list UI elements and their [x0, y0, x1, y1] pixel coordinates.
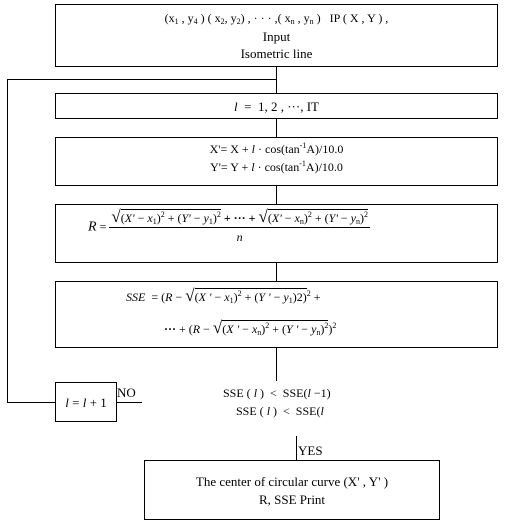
increment-text: l = l + 1 — [65, 395, 107, 410]
yes-label: YES — [298, 443, 323, 458]
loop-box: l = 1, 2 , ···, IT — [55, 93, 498, 119]
coordinate-update-box: X'= X + l · cos(tan-1A)/10.0 Y'= Y + l ·… — [55, 137, 498, 186]
print-label: R, SSE Print — [258, 492, 326, 507]
connector-sse-to-decision — [276, 347, 277, 381]
loop-back-top — [7, 79, 277, 80]
y-prime-equation: Y'= Y + l · cos(tan-1A)/10.0 — [210, 159, 343, 175]
isometric-line-label: Isometric line — [240, 46, 313, 61]
connector-decision-to-output — [296, 436, 297, 460]
decision-condition-1: SSE ( l ) < SSE(l −1) — [223, 386, 331, 400]
connector-no-to-increment — [116, 402, 142, 403]
increment-box: l = l + 1 — [55, 382, 117, 422]
sse-equation-line-1: SSE = (R − √(X ' − x1)2 + (Y ' − y1)2)2 … — [126, 286, 321, 305]
connector-r-to-sse — [276, 262, 277, 281]
radius-equation-box: R = √(X' − x1)2 + (Y' − y1)2 + ··· + √(X… — [55, 204, 498, 263]
r-equation: R = √(X' − x1)2 + (Y' − y1)2 + ··· + √(X… — [88, 207, 370, 244]
x-prime-equation: X'= X + l · cos(tan-1A)/10.0 — [209, 141, 344, 157]
loop-back-vertical — [7, 79, 8, 403]
sse-equation-line-2: ··· + (R − √(X ' − xn)2 + (Y ' − yn)2)2 — [164, 318, 337, 337]
no-label: NO — [117, 385, 136, 400]
output-box: The center of circular curve (X' , Y' ) … — [144, 460, 440, 520]
circle-center-label: The center of circular curve (X' , Y' ) — [195, 474, 389, 489]
input-label: Input — [262, 29, 291, 44]
loop-back-bottom — [7, 402, 55, 403]
connector-loop-to-coord — [276, 118, 277, 137]
loop-range-text: l = 1, 2 , ···, IT — [234, 99, 319, 114]
decision-condition-2: SSE ( l ) < SSE(l — [236, 404, 324, 418]
connector-coord-to-r — [276, 185, 277, 204]
sse-equation-box: SSE = (R − √(X ' − x1)2 + (Y ' − y1)2)2 … — [55, 281, 498, 348]
input-box: (x1 , y4 ) ( x2, y2) , · · · ,( xn , yn … — [55, 4, 498, 67]
input-points-line: (x1 , y4 ) ( x2, y2) , · · · ,( xn , yn … — [164, 11, 389, 26]
